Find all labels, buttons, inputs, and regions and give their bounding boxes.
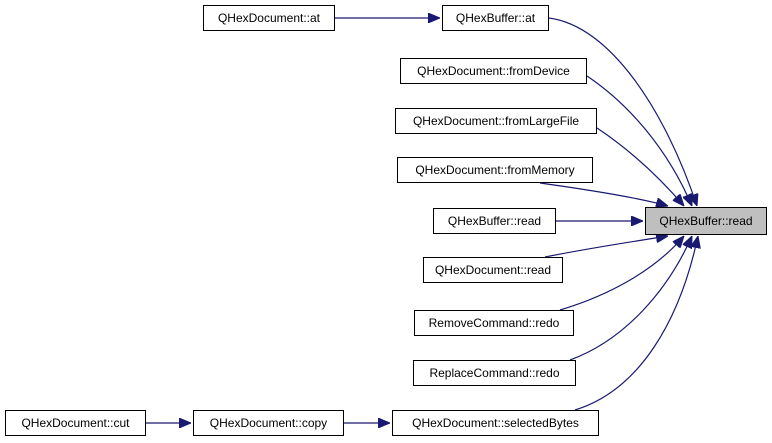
- edge-hexdocument-from-device-to-hexbuffer-read: [586, 75, 693, 206]
- edge-hexbuffer-at-to-hexbuffer-read: [548, 17, 697, 206]
- edge-hexdocument-from-large-file-to-hexbuffer-read: [596, 127, 684, 206]
- edge-hexdocument-from-memory-to-hexbuffer-read: [539, 182, 668, 206]
- node-label: QHexDocument::fromMemory: [415, 163, 575, 177]
- node-label: RemoveCommand::redo: [428, 316, 560, 330]
- node-hexbuffer-read: QHexBuffer::read: [645, 207, 767, 235]
- node-hexdocument-from-device[interactable]: QHexDocument::fromDevice: [400, 58, 587, 84]
- node-hexdocument-from-large-file[interactable]: QHexDocument::fromLargeFile: [395, 108, 597, 134]
- node-hexbuffer-read-caller[interactable]: QHexBuffer::read: [433, 208, 556, 234]
- node-label: QHexDocument::read: [434, 263, 552, 277]
- node-hexdocument-selected-bytes[interactable]: QHexDocument::selectedBytes: [392, 410, 599, 436]
- node-label: ReplaceCommand::redo: [429, 366, 560, 380]
- edge-hexdocument-read-to-hexbuffer-read: [544, 236, 668, 258]
- node-hexbuffer-at[interactable]: QHexBuffer::at: [442, 5, 549, 31]
- node-hexdocument-read[interactable]: QHexDocument::read: [423, 257, 563, 283]
- node-hexdocument-at[interactable]: QHexDocument::at: [203, 5, 335, 31]
- node-label: QHexBuffer::read: [447, 214, 542, 228]
- node-label: QHexDocument::at: [217, 11, 321, 25]
- node-replace-command-redo[interactable]: ReplaceCommand::redo: [413, 360, 576, 386]
- node-hexdocument-from-memory[interactable]: QHexDocument::fromMemory: [397, 157, 593, 183]
- node-label: QHexDocument::fromLargeFile: [412, 114, 580, 128]
- node-label: QHexDocument::copy: [209, 416, 328, 430]
- edge-remove-command-redo-to-hexbuffer-read: [559, 236, 684, 311]
- node-label: QHexDocument::cut: [21, 416, 130, 430]
- node-label: QHexBuffer::at: [455, 11, 536, 25]
- node-remove-command-redo[interactable]: RemoveCommand::redo: [414, 310, 574, 336]
- node-label: QHexDocument::fromDevice: [417, 64, 570, 78]
- edge-hexdocument-selected-bytes-to-hexbuffer-read: [574, 236, 698, 411]
- node-hexdocument-cut[interactable]: QHexDocument::cut: [5, 410, 146, 436]
- node-hexdocument-copy[interactable]: QHexDocument::copy: [193, 410, 344, 436]
- node-label: QHexBuffer::read: [659, 214, 753, 228]
- node-label: QHexDocument::selectedBytes: [412, 416, 579, 430]
- edge-replace-command-redo-to-hexbuffer-read: [569, 236, 693, 361]
